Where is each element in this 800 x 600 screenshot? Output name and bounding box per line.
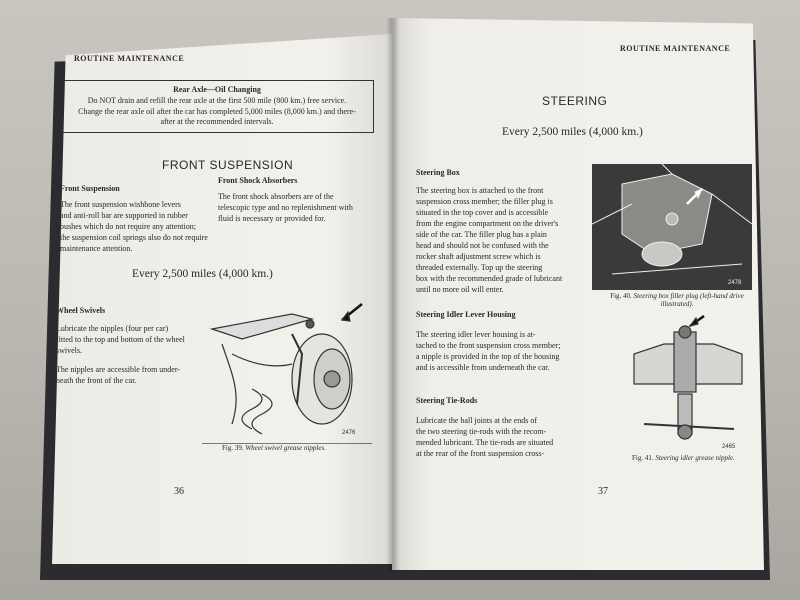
wheel-swivels-para2: The nipples are accessible from under- n… — [56, 364, 204, 386]
text-line: fluid is necessary or provided for. — [218, 214, 326, 224]
text-line: Lubricate the nipples (four per car) — [56, 324, 169, 333]
running-head-left: ROUTINE MAINTENANCE — [74, 54, 185, 63]
caption-text: Steering box filler plug (left-hand driv… — [633, 292, 744, 300]
section-title-steering: STEERING — [542, 94, 608, 108]
tie-rods-section: Steering Tie-Rods Lubricate the ball joi… — [416, 396, 586, 459]
wheel-swivels-para1: Lubricate the nipples (four per car) fit… — [56, 323, 204, 356]
text-line: and anti-roll bar are supported in rubbe… — [60, 211, 188, 221]
section-title-front-suspension: FRONT SUSPENSION — [162, 158, 294, 172]
interval-heading: Every 2,500 miles (4,000 km.) — [132, 268, 273, 280]
text-line: rocker shaft adjustment screw which is — [416, 252, 541, 262]
text-line: head and should not be confused with the — [416, 241, 549, 251]
running-head-right: ROUTINE MAINTENANCE — [620, 44, 731, 53]
page-number-left: 36 — [174, 486, 184, 497]
col1-heading: Front Suspension — [60, 184, 120, 193]
text-line: The front suspension wishbone levers — [60, 200, 181, 209]
caption-prefix: Fig. 41. — [632, 454, 654, 462]
left-page: ROUTINE MAINTENANCE Rear Axle—Oil Changi… — [52, 34, 392, 564]
text-line: situated in the top cover and is accessi… — [416, 208, 549, 218]
text-line: mended lubricant. The tie-rods are situa… — [416, 438, 554, 448]
idler-heading: Steering Idler Lever Housing — [416, 310, 516, 319]
text-line: The steering box is attached to the fron… — [416, 186, 544, 195]
figure-40-number: 2478 — [728, 280, 742, 286]
text-line: The front shock absorbers are of the — [218, 192, 334, 201]
shock-absorbers-column: Front Shock Absorbers The front shock ab… — [218, 176, 372, 224]
tie-rods-heading: Steering Tie-Rods — [416, 396, 478, 405]
caption-text: Steering idler grease nipple. — [655, 454, 735, 462]
text-line: swivels. — [56, 346, 82, 356]
rear-axle-notice: Rear Axle—Oil Changing Do NOT drain and … — [60, 80, 374, 134]
text-line: the two steering tie-rods with the recom… — [416, 427, 547, 437]
text-line: the suspension coil springs also do not … — [60, 233, 208, 243]
text-line: The steering idler lever housing is at- — [416, 330, 536, 339]
caption-text-cont: illustrated). — [660, 300, 694, 308]
right-page: ROUTINE MAINTENANCE STEERING Every 2,500… — [392, 18, 764, 570]
notice-line: after at the recommended intervals. — [160, 117, 274, 127]
text-line: at the rear of the front suspension cros… — [416, 449, 545, 459]
front-suspension-column: Front Suspension The front suspension wi… — [60, 184, 208, 254]
text-line: and is accessible from underneath the ca… — [416, 363, 550, 373]
col2-heading: Front Shock Absorbers — [218, 176, 298, 185]
text-line: neath the front of the car. — [56, 376, 137, 386]
tie-rods-body: Lubricate the ball joints at the ends of… — [416, 415, 586, 459]
text-line: The nipples are accessible from under- — [56, 365, 181, 375]
col2-body: The front shock absorbers are of the tel… — [218, 191, 372, 224]
figure-39-caption: Fig. 39. Wheel swivel grease nipples. — [222, 444, 326, 452]
idler-housing-illustration: 2465 — [633, 314, 743, 450]
caption-text: Wheel swivel grease nipples. — [245, 444, 326, 452]
notice-line: Change the rear axle oil after the car h… — [78, 106, 356, 116]
caption-prefix: Fig. 40. — [610, 292, 632, 300]
steering-box-body: The steering box is attached to the fron… — [416, 185, 582, 295]
wheel-swivels-section: Wheel Swivels Lubricate the nipples (fou… — [56, 306, 204, 386]
figure-41-caption: Fig. 41. Steering idler grease nipple. — [632, 454, 735, 462]
col1-body: The front suspension wishbone levers and… — [60, 199, 208, 254]
idler-lever-section: Steering Idler Lever Housing The steerin… — [416, 310, 586, 373]
figure-40-caption: Fig. 40. Steering box filler plug (left-… — [602, 292, 752, 308]
text-line: bushes which do not require any attentio… — [60, 222, 196, 232]
text-line: fitted to the top and bottom of the whee… — [56, 335, 185, 345]
notice-title: Rear Axle—Oil Changing — [173, 85, 261, 94]
text-line: Lubricate the ball joints at the ends of — [416, 416, 538, 425]
text-line: telescopic type and no replenishment wit… — [218, 203, 353, 213]
notice-line: Do NOT drain and refill the rear axle at… — [87, 95, 347, 105]
caption-prefix: Fig. 39. — [222, 444, 244, 452]
interval-heading-right: Every 2,500 miles (4,000 km.) — [502, 126, 643, 138]
text-line: box with the recommended grade of lubric… — [416, 274, 563, 284]
text-line: from the engine compartment on the drive… — [416, 219, 559, 229]
idler-body: The steering idler lever housing is at- … — [416, 329, 586, 373]
text-line: suspension cross member; the filler plug… — [416, 197, 553, 207]
text-line: threaded externally. Top up the steering — [416, 263, 543, 273]
figure-41-number: 2465 — [722, 444, 736, 450]
text-line: side of the car. The filler plug has a p… — [416, 230, 547, 240]
steering-box-heading: Steering Box — [416, 168, 460, 177]
wheel-swivels-heading: Wheel Swivels — [56, 306, 106, 315]
figure-number: 2476 — [342, 430, 356, 436]
text-line: until no more oil will enter. — [416, 285, 504, 295]
text-line: maintenance attention. — [60, 244, 133, 254]
text-line: a nipple is provided in the top of the h… — [416, 352, 560, 362]
book-gutter — [386, 18, 400, 570]
wheel-swivel-illustration: 2476 — [202, 303, 372, 444]
page-number-right: 37 — [598, 486, 608, 497]
steering-box-section: Steering Box The steering box is attache… — [416, 168, 582, 295]
text-line: tached to the front suspension cross mem… — [416, 341, 561, 351]
steering-box-illustration: 2478 — [592, 164, 752, 290]
